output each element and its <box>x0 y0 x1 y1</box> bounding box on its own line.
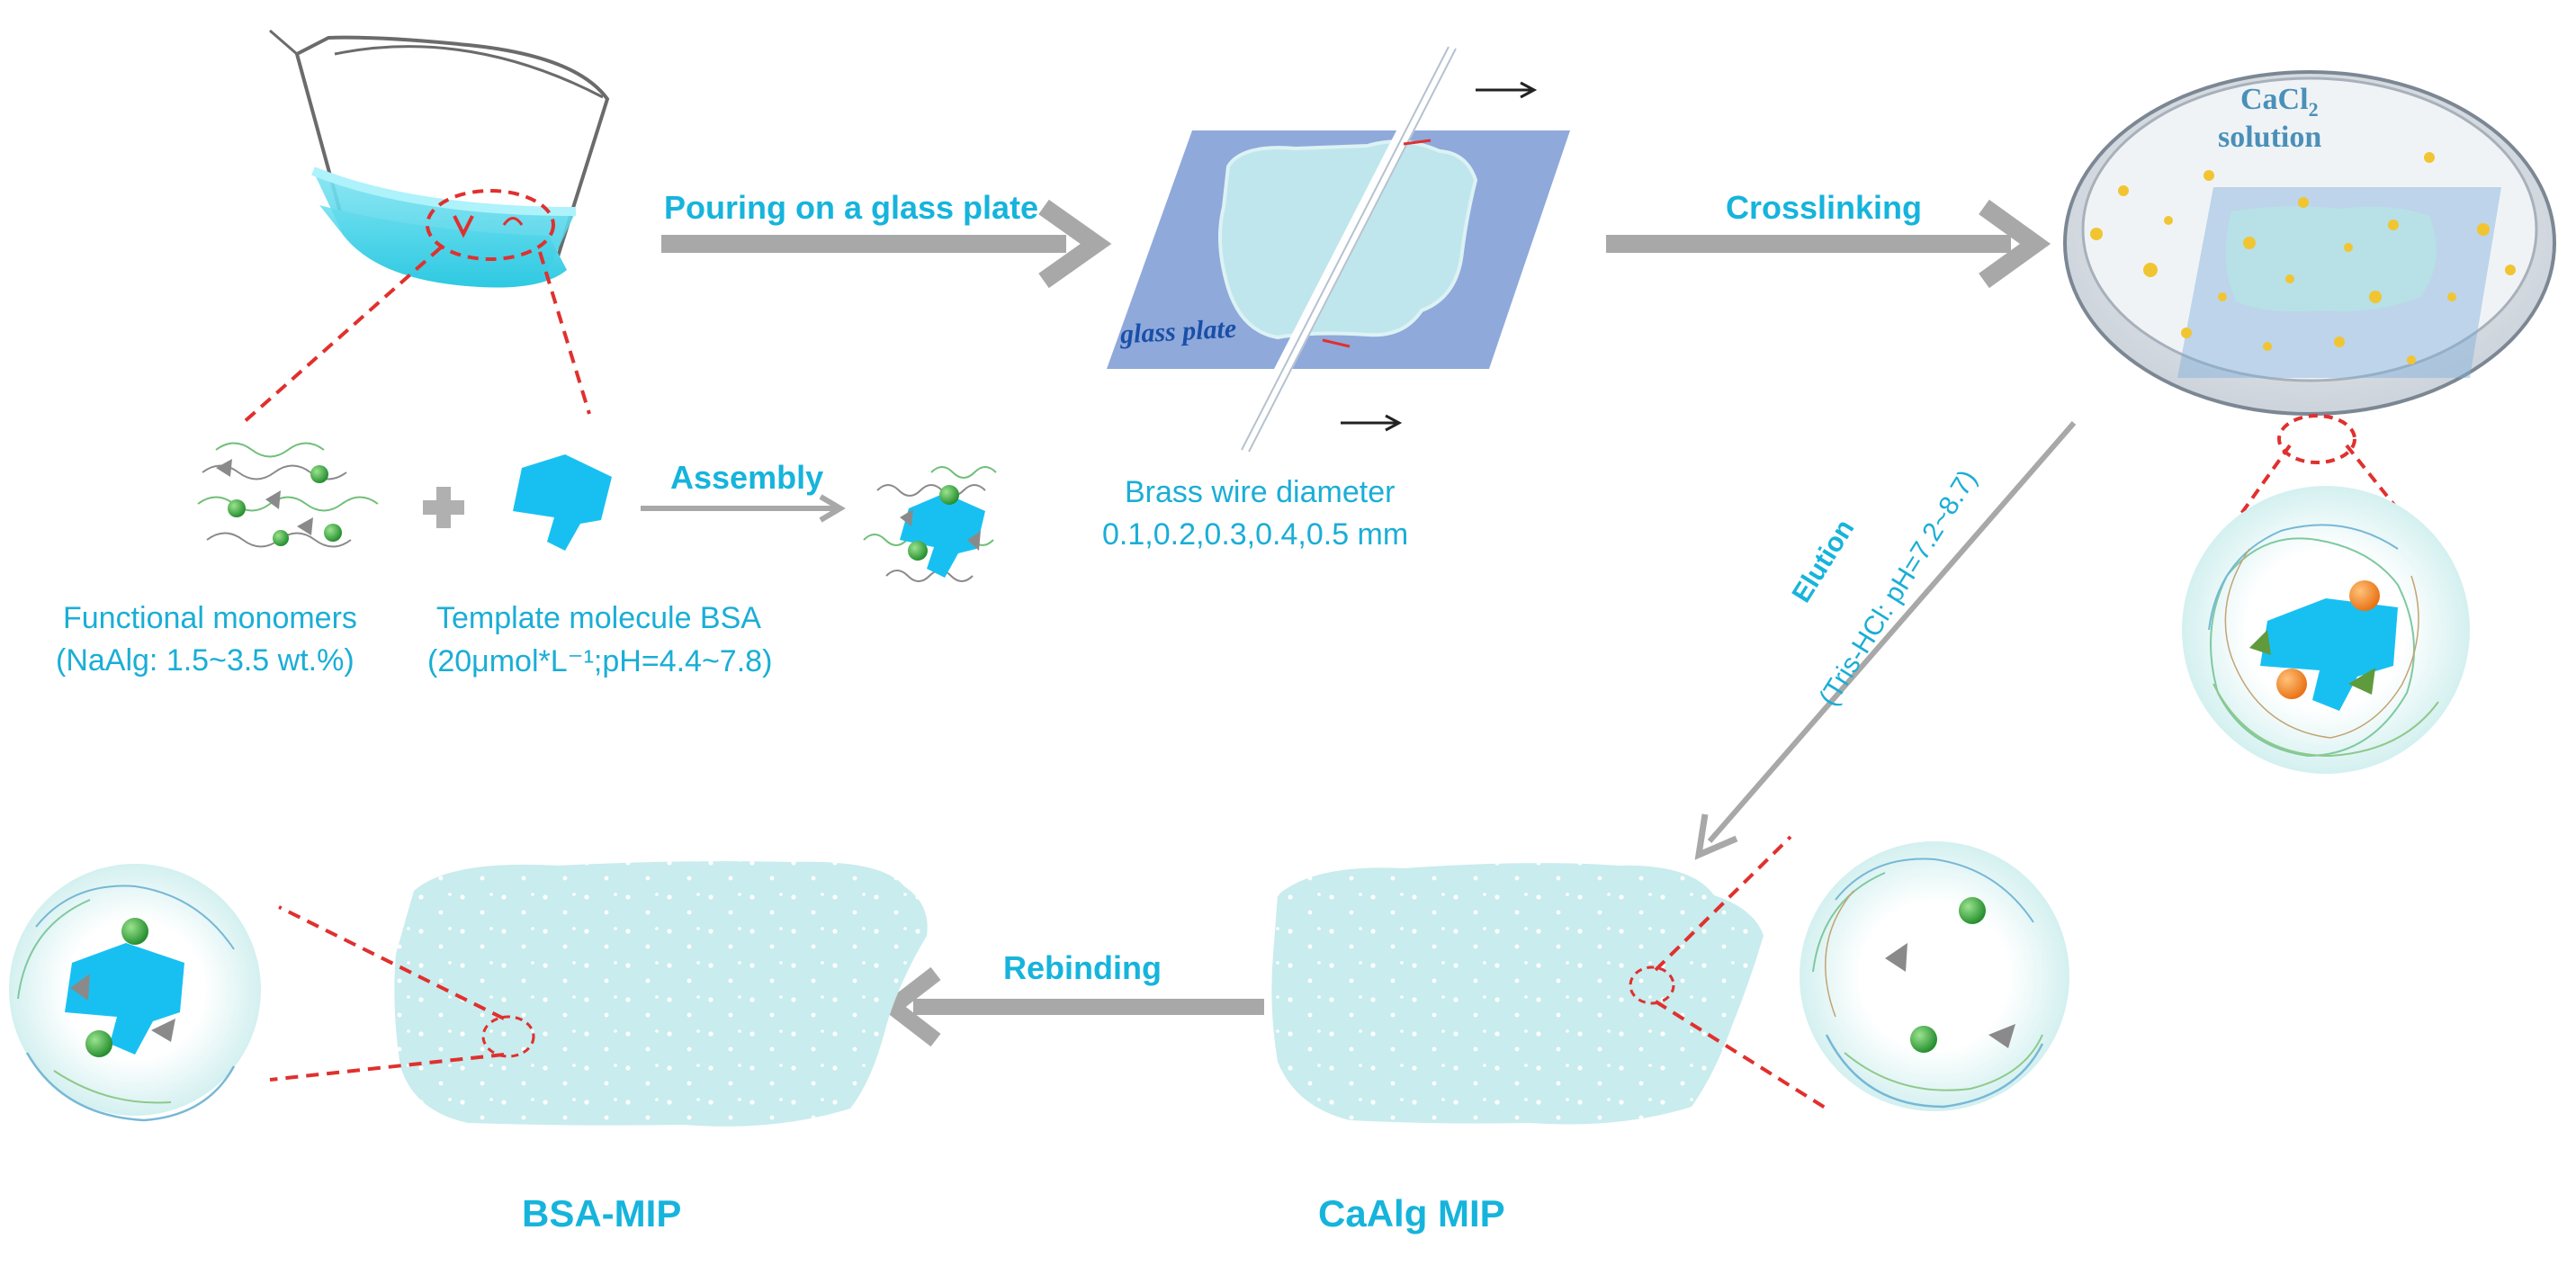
plus-icon <box>423 487 464 528</box>
beaker-icon <box>269 29 610 288</box>
zoom-line-right <box>538 251 591 415</box>
petri-dish <box>2063 70 2556 416</box>
eluted-cavity-icon <box>1800 841 2069 1111</box>
caalg-zoom-line-bottom <box>1654 1000 1828 1110</box>
bsa-mip-label: BSA-MIP <box>522 1192 682 1235</box>
bsa-zoom-line-top <box>278 905 505 1020</box>
zoom-line-left <box>241 246 443 425</box>
caalg-mip-label: CaAlg MIP <box>1318 1192 1505 1235</box>
dish-zoom-circle <box>2277 414 2356 464</box>
assembled-complex-icon <box>863 466 997 582</box>
crosslinked-complex-icon <box>2182 486 2470 774</box>
bsa-mip-film <box>394 861 928 1127</box>
arrow-rebinding <box>879 966 1264 1047</box>
arrow-crosslinking <box>1606 199 2051 289</box>
rebound-complex-icon <box>9 864 261 1122</box>
step-label-assembly: Assembly <box>670 459 824 496</box>
arrow-assembly <box>641 494 846 523</box>
brass-wire-label: Brass wire diameter <box>1125 475 1396 509</box>
cacl2-label: CaCl2 <box>2240 83 2319 121</box>
functional-monomers-label: Functional monomers <box>63 601 357 635</box>
functional-monomers-icon <box>197 442 379 548</box>
template-bsa-icon <box>513 454 612 551</box>
bsa-zoom-line-bottom <box>269 1053 505 1082</box>
dish-zoom-line-left <box>2237 444 2292 519</box>
glass-plate <box>1107 42 1570 454</box>
step-label-crosslinking: Crosslinking <box>1726 189 1923 226</box>
template-molecule-label: Template molecule BSA <box>436 601 761 635</box>
brass-wire-values: 0.1,0.2,0.3,0.4,0.5 mm <box>1102 517 1409 552</box>
caalg-mip-film <box>1271 863 1764 1125</box>
solution-label: solution <box>2218 121 2322 154</box>
step-label-rebinding: Rebinding <box>1003 949 1162 986</box>
template-molecule-conditions: (20μmol*L⁻¹;pH=4.4~7.8) <box>427 644 773 678</box>
functional-monomers-conditions: (NaAlg: 1.5~3.5 wt.%) <box>56 643 355 678</box>
arrow-pouring <box>661 199 1112 289</box>
step-label-pouring: Pouring on a glass plate <box>664 189 1039 226</box>
caalg-zoom-line-top <box>1654 835 1792 972</box>
arrow-elution <box>1694 421 2077 860</box>
cacl2-subscript: 2 <box>2308 97 2319 121</box>
glass-plate-label: glass plate <box>1119 313 1237 350</box>
cacl2-text: CaCl <box>2240 83 2309 116</box>
